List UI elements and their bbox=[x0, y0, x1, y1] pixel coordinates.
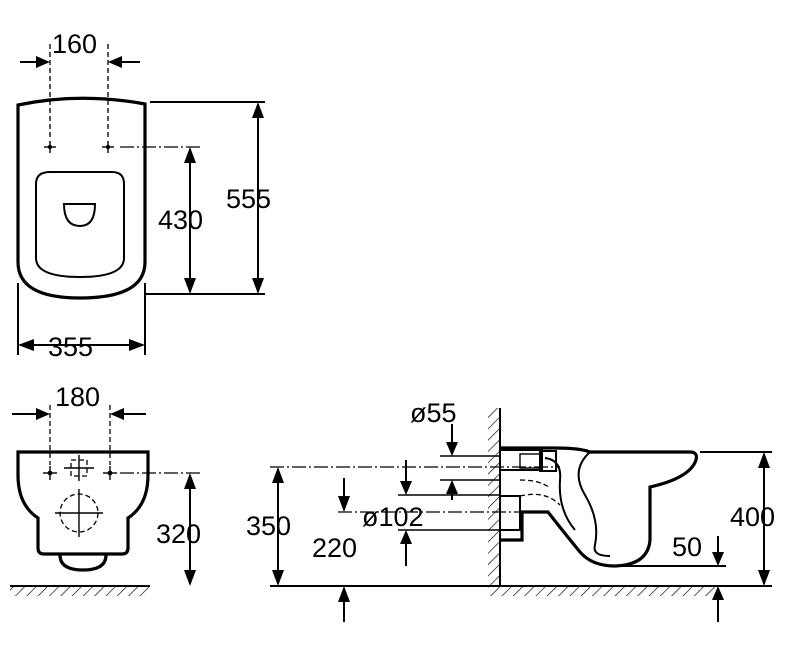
dim-400-label: 400 bbox=[730, 502, 775, 532]
dim-355-label: 355 bbox=[48, 332, 93, 362]
side-view: ø55 ø102 350 220 400 50 bbox=[246, 398, 775, 622]
dim-350-label: 350 bbox=[246, 511, 291, 541]
top-view-outline bbox=[16, 96, 147, 300]
dim-o55-label: ø55 bbox=[410, 398, 457, 428]
top-view-opening bbox=[35, 171, 125, 279]
floor-hatch bbox=[488, 587, 720, 596]
wall-hatch bbox=[488, 408, 500, 586]
dim-320-label: 320 bbox=[156, 519, 201, 549]
front-view: 180 320 bbox=[10, 382, 201, 596]
top-view-drain bbox=[62, 203, 97, 228]
top-view: 160 430 555 355 bbox=[16, 29, 271, 362]
bowl-inner bbox=[577, 451, 611, 557]
floor-hatch bbox=[10, 587, 150, 596]
dim-50-label: 50 bbox=[672, 532, 702, 562]
dim-160-label: 160 bbox=[52, 29, 97, 59]
fixing-point-icon bbox=[103, 466, 117, 480]
dim-430-label: 430 bbox=[158, 205, 203, 235]
outlet-pipe bbox=[500, 495, 521, 531]
dim-180-label: 180 bbox=[55, 382, 100, 412]
fixing-point-icon bbox=[43, 466, 57, 480]
dim-220-label: 220 bbox=[312, 533, 357, 563]
fixing-point-icon bbox=[102, 141, 114, 153]
bowl-outline bbox=[500, 446, 698, 568]
bowl-trap bbox=[544, 457, 576, 531]
dim-555-label: 555 bbox=[226, 184, 271, 214]
front-view-outline bbox=[16, 450, 150, 556]
fixing-point-icon bbox=[44, 141, 56, 153]
dim-o102-label: ø102 bbox=[362, 502, 424, 532]
front-view-foot bbox=[58, 554, 108, 572]
water-inlet-icon bbox=[64, 455, 94, 481]
outlet-circle-icon bbox=[55, 489, 103, 537]
